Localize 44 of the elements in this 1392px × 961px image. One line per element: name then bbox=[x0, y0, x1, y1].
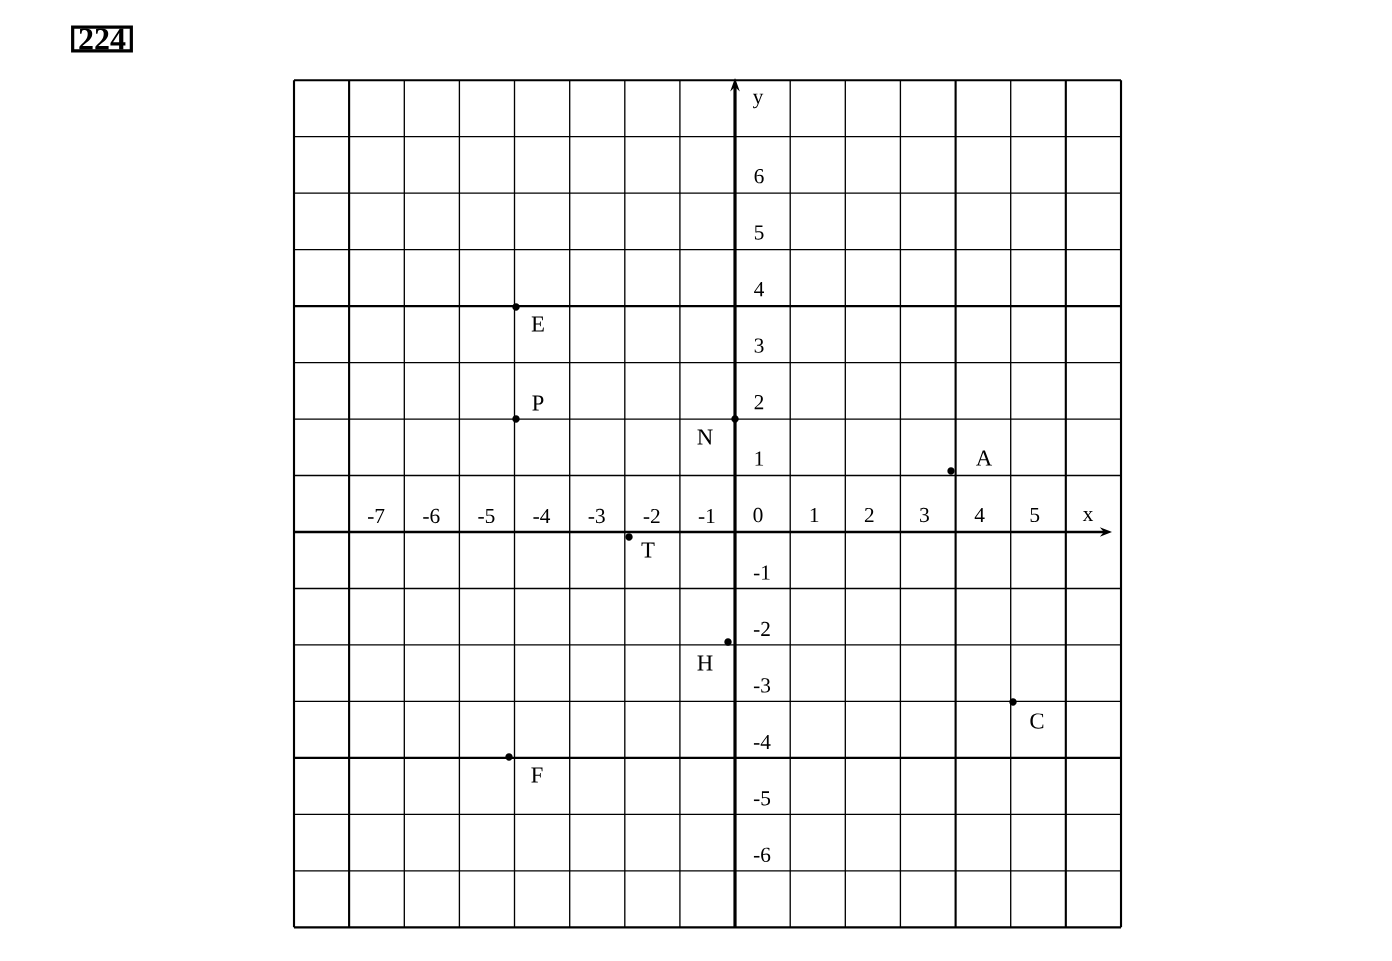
point-label: P bbox=[532, 395, 544, 411]
point-label: H bbox=[697, 655, 713, 671]
axis-label: -7 bbox=[365, 507, 387, 525]
axis-label: -6 bbox=[421, 507, 442, 525]
point-label: C bbox=[1030, 713, 1044, 729]
axis-label: y bbox=[751, 92, 765, 110]
axis-label: 6 bbox=[752, 167, 766, 185]
axis-label: -6 bbox=[751, 846, 773, 864]
axis-label: 5 bbox=[1028, 506, 1042, 524]
axis-label: 3 bbox=[917, 506, 932, 524]
axis-label: 4 bbox=[752, 280, 766, 298]
axis-label: 3 bbox=[752, 337, 766, 355]
axis-label: 1 bbox=[807, 506, 821, 524]
point bbox=[512, 303, 520, 311]
point-label: T bbox=[641, 542, 655, 558]
axis-label: 5 bbox=[752, 224, 766, 242]
point bbox=[731, 415, 739, 423]
axis-label: 4 bbox=[972, 506, 987, 524]
axis-label: -4 bbox=[751, 733, 773, 751]
point bbox=[947, 467, 955, 475]
point bbox=[505, 753, 513, 761]
axis-label: -5 bbox=[751, 790, 773, 807]
point-label: A bbox=[976, 450, 993, 466]
axis-label: 2 bbox=[862, 506, 876, 524]
axis-label: 0 bbox=[751, 506, 765, 524]
axis-label: 2 bbox=[752, 393, 766, 411]
point bbox=[512, 415, 520, 423]
point bbox=[1009, 698, 1017, 706]
point bbox=[625, 533, 633, 541]
axis-label: 1 bbox=[752, 450, 766, 467]
axis-label: -1 bbox=[751, 564, 773, 581]
axis-label: -5 bbox=[476, 507, 497, 525]
axis-label: -3 bbox=[751, 676, 773, 694]
axis-label: -2 bbox=[751, 620, 773, 638]
point-label: N bbox=[697, 429, 713, 445]
point bbox=[724, 638, 732, 646]
point-label: F bbox=[531, 767, 543, 783]
point-label: E bbox=[531, 316, 544, 332]
number-box: 224 bbox=[71, 25, 133, 53]
axis-label: -2 bbox=[641, 507, 663, 525]
axis-label: -3 bbox=[586, 507, 607, 525]
axis-label: -1 bbox=[696, 507, 718, 525]
axis-label: -4 bbox=[531, 507, 552, 525]
axis-label: x bbox=[1081, 509, 1095, 523]
